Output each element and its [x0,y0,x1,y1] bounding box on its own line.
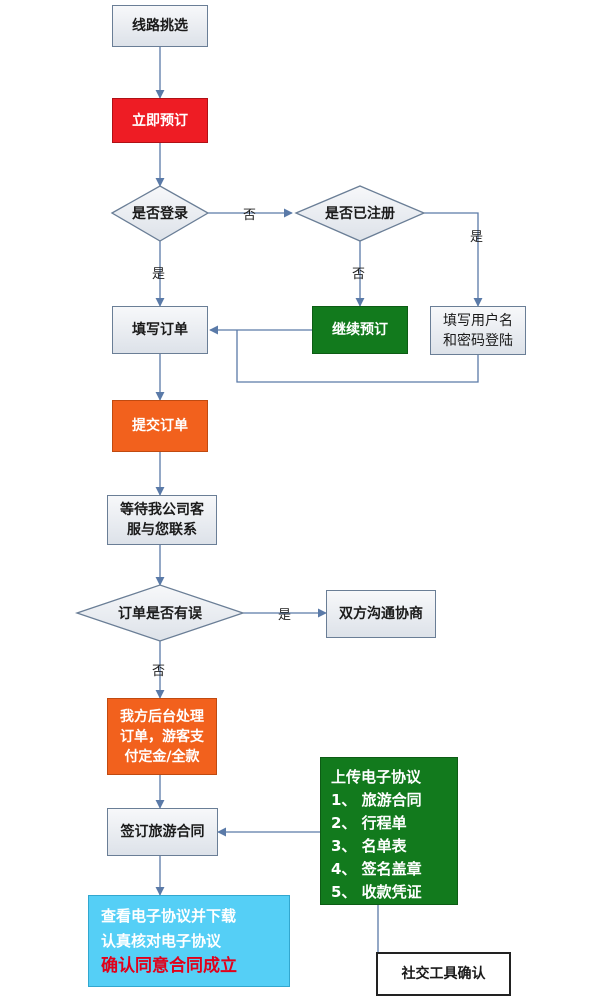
upload-docs-item: 1、 旅游合同 [331,791,422,809]
node-negotiate: 双方沟通协商 [326,590,436,638]
upload-docs-title: 上传电子协议 [331,768,422,786]
review-line-1: 查看电子协议并下载 [101,906,237,925]
edge-registered-yes [424,212,483,307]
upload-docs-item: 2、 行程单 [331,814,407,832]
node-wait-service: 等待我公司客服与您联系 [107,495,217,545]
node-upload-docs: 上传电子协议 1、 旅游合同 2、 行程单 3、 名单表 4、 签名盖章 5、 … [320,757,458,905]
edge-label-login-no: 否 [243,208,257,223]
upload-docs-item: 3、 名单表 [331,837,407,855]
label-order-error: 订单是否有误 [118,606,202,622]
edge-credentials-return [236,330,479,383]
node-submit-order: 提交订单 [112,400,208,452]
decision-order-error [74,584,246,642]
node-book-now: 立即预订 [112,98,208,143]
label-registered: 是否已注册 [325,206,395,222]
upload-docs-item: 5、 收款凭证 [331,883,422,901]
node-backend-process: 我方后台处理订单，游客支付定金/全款 [107,698,217,775]
review-line-2: 认真核对电子协议 [101,931,222,950]
node-review: 查看电子协议并下载 认真核对电子协议 确认同意合同成立 [88,895,290,987]
edge-label-registered-no: 否 [352,267,366,282]
label-logged-in: 是否登录 [132,206,188,222]
edge-label-error-no: 否 [152,664,166,679]
edge-label-error-yes: 是 [278,608,292,623]
node-fill-order: 填写订单 [112,306,208,354]
upload-docs-item: 4、 签名盖章 [331,860,422,878]
edge-label-registered-yes: 是 [470,230,484,245]
decision-logged-in [110,185,210,242]
node-social-confirm: 社交工具确认 [376,952,511,996]
decision-registered [294,185,426,242]
node-continue-booking: 继续预订 [312,306,408,354]
edge-label-login-yes: 是 [152,267,166,282]
node-route-select: 线路挑选 [112,5,208,47]
review-line-3: 确认同意合同成立 [101,955,237,976]
node-sign-contract: 签订旅游合同 [107,808,218,856]
node-fill-credentials: 填写用户名和密码登陆 [430,306,526,355]
